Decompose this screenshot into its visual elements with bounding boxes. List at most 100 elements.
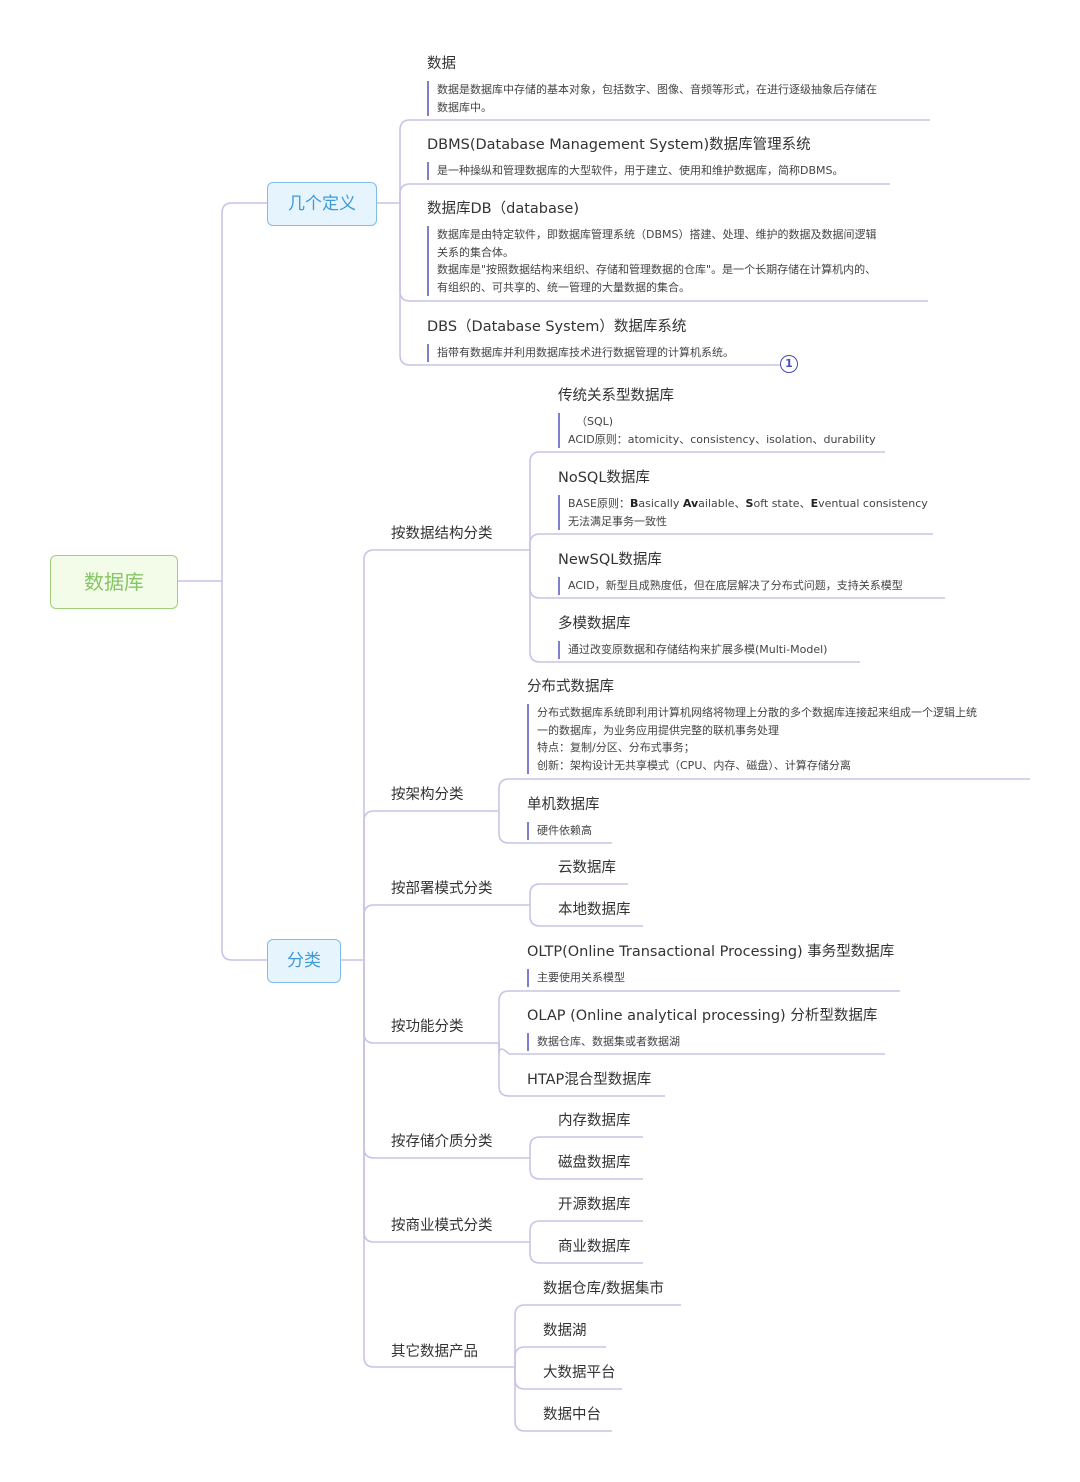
topic-datamiddle[interactable]: 数据中台 xyxy=(543,1407,601,1423)
sub-by-deployment[interactable]: 按部署模式分类 xyxy=(391,881,493,897)
note-distributed: 分布式数据库系统即利用计算机网络将物理上分散的多个数据库连接起来组成一个逻辑上统… xyxy=(527,704,1032,774)
note-line: 主要使用关系模型 xyxy=(537,971,625,984)
note-line: 数据仓库、数据集或者数据湖 xyxy=(537,1035,680,1048)
note-standalone: 硬件依赖高 xyxy=(527,822,617,840)
connector-line xyxy=(363,904,530,960)
connector-line xyxy=(363,960,515,1368)
note-fragment: oft state、 xyxy=(753,497,811,510)
connector-line xyxy=(529,550,860,663)
note-line: 有组织的、可共享的、统一管理的大量数据的集合。 xyxy=(437,280,690,294)
topic-distributed[interactable]: 分布式数据库 xyxy=(527,679,614,695)
note-data: 数据是数据库中存储的基本对象，包括数字、图像、音频等形式，在进行逐级抽象后存储在… xyxy=(427,81,937,116)
connector-line xyxy=(498,778,1030,811)
note-line: 一的数据库，为业务应用提供完整的联机事务处理 xyxy=(537,723,779,737)
topic-db[interactable]: 数据库DB（database) xyxy=(427,201,579,217)
note-nosql: BASE原则：Basically Available、Soft state、Ev… xyxy=(558,495,938,530)
note-relational: （SQL) ACID原则：atomicity、consistency、isola… xyxy=(558,413,898,448)
connector-line xyxy=(363,960,530,1159)
note-fragment-bold: E xyxy=(810,497,819,510)
connector-line xyxy=(529,533,933,550)
sub-by-storage[interactable]: 按存储介质分类 xyxy=(391,1134,493,1150)
sub-by-function[interactable]: 按功能分类 xyxy=(391,1019,464,1035)
sub-by-architecture[interactable]: 按架构分类 xyxy=(391,787,464,803)
connector-line xyxy=(529,1220,643,1242)
note-line: 是一种操纵和管理数据库的大型软件，用于建立、使用和维护数据库，简称DBMS。 xyxy=(437,164,844,177)
topic-dbms[interactable]: DBMS(Database Management System)数据库管理系统 xyxy=(427,137,811,153)
topic-warehouse[interactable]: 数据仓库/数据集市 xyxy=(543,1281,664,1297)
topic-commercial[interactable]: 商业数据库 xyxy=(558,1239,631,1255)
topic-memory[interactable]: 内存数据库 xyxy=(558,1113,631,1129)
topic-local[interactable]: 本地数据库 xyxy=(558,902,631,918)
topic-dbs[interactable]: DBS（Database System）数据库系统 xyxy=(427,319,687,335)
branch-classification[interactable]: 分类 xyxy=(267,939,341,983)
note-line: 数据库是由特定软件，即数据库管理系统（DBMS）搭建、处理、维护的数据及数据间逻… xyxy=(437,228,877,241)
connector-line xyxy=(363,549,530,960)
note-line: （SQL) xyxy=(576,415,614,428)
note-line: 数据库是"按照数据结构来组织、存储和管理数据的仓库"。是一个长期存储在计算机内的… xyxy=(437,263,877,276)
note-line: 硬件依赖高 xyxy=(537,824,592,837)
note-olap: 数据仓库、数据集或者数据湖 xyxy=(527,1033,737,1051)
topic-oltp[interactable]: OLTP(Online Transactional Processing) 事务… xyxy=(527,944,895,960)
note-db: 数据库是由特定软件，即数据库管理系统（DBMS）搭建、处理、维护的数据及数据间逻… xyxy=(427,226,937,296)
connector-line xyxy=(221,202,267,581)
collapse-count-badge[interactable]: 1 xyxy=(780,355,798,373)
note-fragment-bold: Av xyxy=(682,497,699,510)
note-line: 特点：复制/分区、分布式事务； xyxy=(537,741,695,754)
note-line: 创新：架构设计无共享模式（CPU、内存、磁盘）、计算存储分离 xyxy=(537,758,851,772)
note-line: 通过改变原数据和存储结构来扩展多模(Multi-Model) xyxy=(568,643,828,656)
topic-datalake[interactable]: 数据湖 xyxy=(543,1323,587,1339)
connector-line xyxy=(399,119,930,203)
note-line: 分布式数据库系统即利用计算机网络将物理上分散的多个数据库连接起来组成一个逻辑上统 xyxy=(537,706,977,719)
note-line-base: BASE原则：Basically Available、Soft state、Ev… xyxy=(568,495,938,513)
connector-line xyxy=(529,451,885,550)
note-line: 数据库中。 xyxy=(437,100,492,114)
topic-nosql[interactable]: NoSQL数据库 xyxy=(558,470,650,486)
note-line: ACID，新型且成熟度低，但在底层解决了分布式问题，支持关系模型 xyxy=(568,579,903,592)
note-fragment-bold: S xyxy=(745,497,754,510)
topic-opensource[interactable]: 开源数据库 xyxy=(558,1197,631,1213)
topic-relational[interactable]: 传统关系型数据库 xyxy=(558,388,674,404)
connector-line xyxy=(529,1242,643,1264)
topic-newsql[interactable]: NewSQL数据库 xyxy=(558,552,662,568)
note-fragment: asically xyxy=(638,497,683,510)
sub-by-business[interactable]: 按商业模式分类 xyxy=(391,1218,493,1234)
connector-line xyxy=(363,960,530,1243)
topic-standalone[interactable]: 单机数据库 xyxy=(527,797,600,813)
connector-line xyxy=(399,183,890,203)
topic-data[interactable]: 数据 xyxy=(427,56,456,72)
note-line: 指带有数据库并利用数据库技术进行数据管理的计算机系统。 xyxy=(437,346,734,359)
note-dbs: 指带有数据库并利用数据库技术进行数据管理的计算机系统。 xyxy=(427,344,787,362)
topic-olap[interactable]: OLAP (Online analytical processing) 分析型数… xyxy=(527,1008,878,1024)
branch-definitions[interactable]: 几个定义 xyxy=(267,182,377,226)
connector-line xyxy=(529,905,643,927)
connector-line xyxy=(498,811,612,844)
connector-line xyxy=(498,1043,665,1097)
note-multimodel: 通过改变原数据和存储结构来扩展多模(Multi-Model) xyxy=(558,641,868,659)
topic-cloud[interactable]: 云数据库 xyxy=(558,860,616,876)
connector-line xyxy=(363,810,499,960)
connector-line xyxy=(498,990,900,1043)
connector-line xyxy=(514,1367,612,1432)
topic-bigdata[interactable]: 大数据平台 xyxy=(543,1365,616,1381)
note-line: 关系的集合体。 xyxy=(437,245,514,259)
note-fragment-bold: B xyxy=(630,497,639,510)
sub-by-structure[interactable]: 按数据结构分类 xyxy=(391,526,493,542)
connector-line xyxy=(529,1158,643,1180)
note-dbms: 是一种操纵和管理数据库的大型软件，用于建立、使用和维护数据库，简称DBMS。 xyxy=(427,162,897,180)
note-line: ACID原则：atomicity、consistency、isolation、d… xyxy=(568,432,876,446)
topic-htap[interactable]: HTAP混合型数据库 xyxy=(527,1072,652,1088)
connector-line xyxy=(514,1346,606,1367)
connector-line xyxy=(399,203,780,366)
note-fragment: BASE原则： xyxy=(568,497,631,510)
root-node[interactable]: 数据库 xyxy=(50,555,178,609)
sub-other-products[interactable]: 其它数据产品 xyxy=(391,1344,478,1360)
note-fragment: ventual consistency xyxy=(818,497,928,510)
topic-multimodel[interactable]: 多模数据库 xyxy=(558,616,631,632)
connector-line xyxy=(221,581,267,961)
note-oltp: 主要使用关系模型 xyxy=(527,969,657,987)
note-line: 数据是数据库中存储的基本对象，包括数字、图像、音频等形式，在进行逐级抽象后存储在 xyxy=(437,83,877,96)
note-line: 无法满足事务一致性 xyxy=(568,514,667,528)
topic-disk[interactable]: 磁盘数据库 xyxy=(558,1155,631,1171)
